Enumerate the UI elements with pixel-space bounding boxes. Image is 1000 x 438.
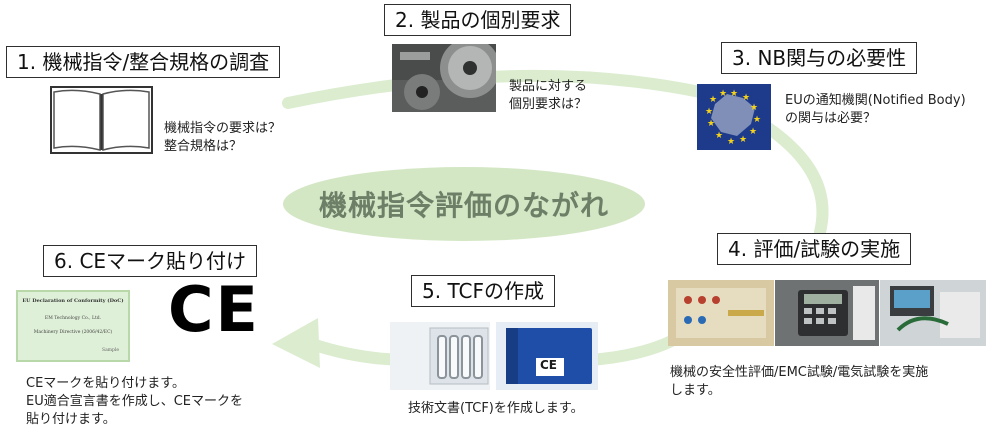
open-book-icon bbox=[50, 86, 153, 154]
step-1-caption-line-2: 整合規格は？ bbox=[164, 139, 243, 154]
certificate-title: EU Declaration of Conformity (DoC) bbox=[22, 298, 124, 304]
step-2-label: 2. 製品の個別要求 bbox=[384, 4, 572, 36]
step-6-label: 6. CEマーク貼り付け bbox=[43, 245, 258, 277]
binders-photo-blue: CE bbox=[496, 322, 598, 390]
step-2-caption: 製品に対する 個別要求は？ bbox=[509, 78, 587, 114]
flow-arc-top bbox=[282, 69, 706, 109]
svg-text:★: ★ bbox=[705, 107, 713, 117]
svg-text:★: ★ bbox=[709, 95, 717, 105]
binder-ce-label: CE bbox=[540, 358, 558, 372]
saw-gear-icon bbox=[392, 44, 496, 112]
step-3-caption-line-2: の関与は必要？ bbox=[785, 111, 877, 126]
eu-stars-map-icon: ★★★ ★★★ ★★★ ★★★ bbox=[697, 84, 771, 150]
certificate-sample: Sample bbox=[102, 348, 120, 353]
step-3-caption: EUの通知機関(Notified Body) の関与は必要？ bbox=[785, 92, 966, 128]
svg-text:★: ★ bbox=[727, 137, 735, 147]
ce-mark-icon: CE bbox=[168, 273, 260, 346]
step-2-caption-line-2: 個別要求は？ bbox=[509, 97, 588, 112]
step-6-caption-line-3: 貼り付けます。 bbox=[26, 412, 116, 427]
svg-text:★: ★ bbox=[742, 93, 750, 103]
step-6-caption-line-2: EU適合宣言書を作成し、CEマークを bbox=[26, 394, 244, 409]
flow-title: 機械指令評価のながれ bbox=[318, 189, 609, 222]
svg-text:★: ★ bbox=[715, 131, 723, 141]
saw-gear-photo bbox=[392, 44, 496, 112]
binders-photo-white bbox=[390, 322, 490, 390]
step-6-caption-line-1: CEマークを貼り付けます。 bbox=[26, 376, 185, 391]
step-2-caption-line-1: 製品に対する bbox=[509, 79, 588, 94]
step-5-label: 5. TCFの作成 bbox=[411, 275, 555, 307]
step-4-label: 4. 評価/試験の実施 bbox=[717, 233, 912, 265]
step-1-caption-line-1: 機械指令の要求は？ bbox=[164, 121, 282, 136]
step-1-label: 1. 機械指令/整合規格の調査 bbox=[6, 46, 281, 78]
step-4-caption-line-1: 機械の安全性評価/EMC試験/電気試験を実施 bbox=[670, 365, 929, 380]
certificate-company: EM Technology Co., Ltd. bbox=[44, 316, 102, 321]
flow-arrowhead bbox=[272, 318, 320, 368]
svg-text:★: ★ bbox=[730, 89, 738, 99]
svg-text:★: ★ bbox=[753, 115, 761, 125]
declaration-certificate: EU Declaration of Conformity (DoC) EM Te… bbox=[16, 290, 130, 362]
step-5-caption: 技術文書(TCF)を作成します。 bbox=[408, 400, 584, 418]
eu-map-photo: ★★★ ★★★ ★★★ ★★★ bbox=[697, 84, 771, 150]
step-3-label: 3. NB関与の必要性 bbox=[721, 42, 918, 74]
svg-text:★: ★ bbox=[750, 103, 758, 113]
step-5-caption-line-1: 技術文書(TCF)を作成します。 bbox=[408, 401, 584, 416]
white-binders-icon bbox=[390, 322, 490, 390]
step-3-caption-line-1: EUの通知機関(Notified Body) bbox=[785, 93, 966, 108]
svg-text:★: ★ bbox=[749, 127, 757, 137]
svg-text:★: ★ bbox=[719, 89, 727, 99]
svg-text:★: ★ bbox=[707, 119, 715, 129]
certificate-directive: Machinery Directive (2006/42/EC) bbox=[33, 330, 113, 335]
svg-text:★: ★ bbox=[739, 135, 747, 145]
step-1-caption: 機械指令の要求は？ 整合規格は？ bbox=[164, 120, 281, 156]
test-equipment-icon bbox=[668, 280, 986, 346]
step-4-caption-line-2: します。 bbox=[670, 383, 721, 398]
center-title-ellipse: 機械指令評価のながれ bbox=[283, 167, 645, 241]
step-6-caption: CEマークを貼り付けます。 EU適合宣言書を作成し、CEマークを 貼り付けます。 bbox=[26, 375, 243, 429]
step-4-caption: 機械の安全性評価/EMC試験/電気試験を実施 します。 bbox=[670, 364, 928, 400]
blue-binder-icon bbox=[496, 322, 598, 390]
test-equipment-photos bbox=[668, 280, 986, 346]
